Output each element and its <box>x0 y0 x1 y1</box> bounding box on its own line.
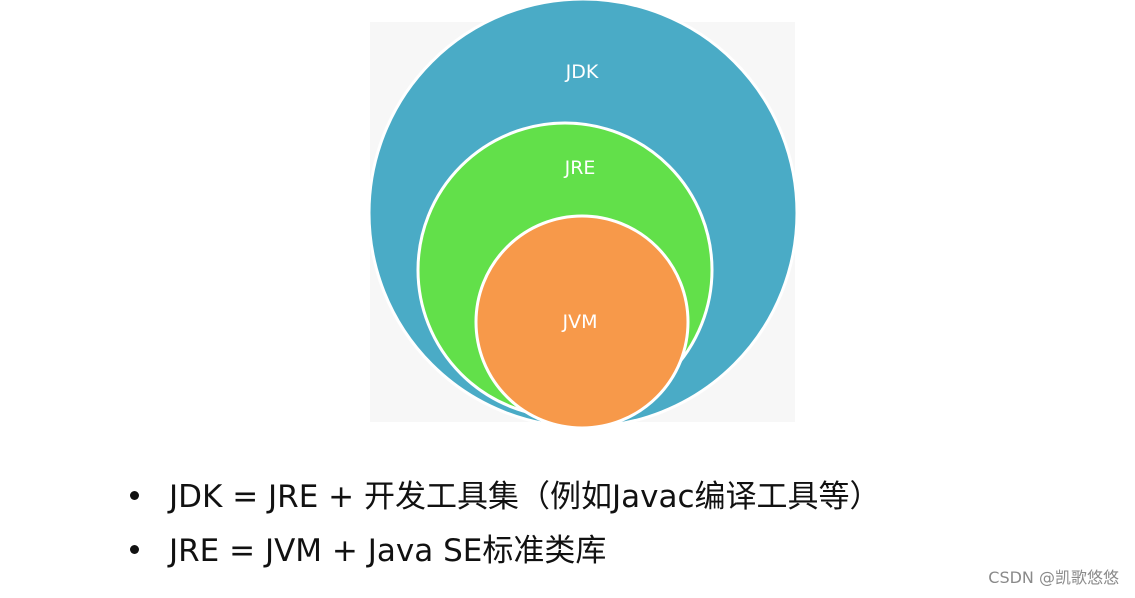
definition-list: JDK = JRE + 开发工具集（例如Javac编译工具等） JRE = JV… <box>130 470 881 578</box>
watermark: CSDN @凯歌悠悠 <box>988 568 1119 587</box>
definition-jdk: JDK = JRE + 开发工具集（例如Javac编译工具等） <box>130 470 881 524</box>
jvm-label: JVM <box>562 311 598 333</box>
bullet-icon <box>130 491 139 500</box>
jdk-label: JDK <box>565 61 599 83</box>
jvm-circle <box>474 214 690 430</box>
bullet-icon <box>130 545 139 554</box>
definition-jre: JRE = JVM + Java SE标准类库 <box>130 524 881 578</box>
jre-label: JRE <box>564 157 596 179</box>
definition-jre-text: JRE = JVM + Java SE标准类库 <box>169 533 607 569</box>
definition-jdk-text: JDK = JRE + 开发工具集（例如Javac编译工具等） <box>169 479 881 515</box>
